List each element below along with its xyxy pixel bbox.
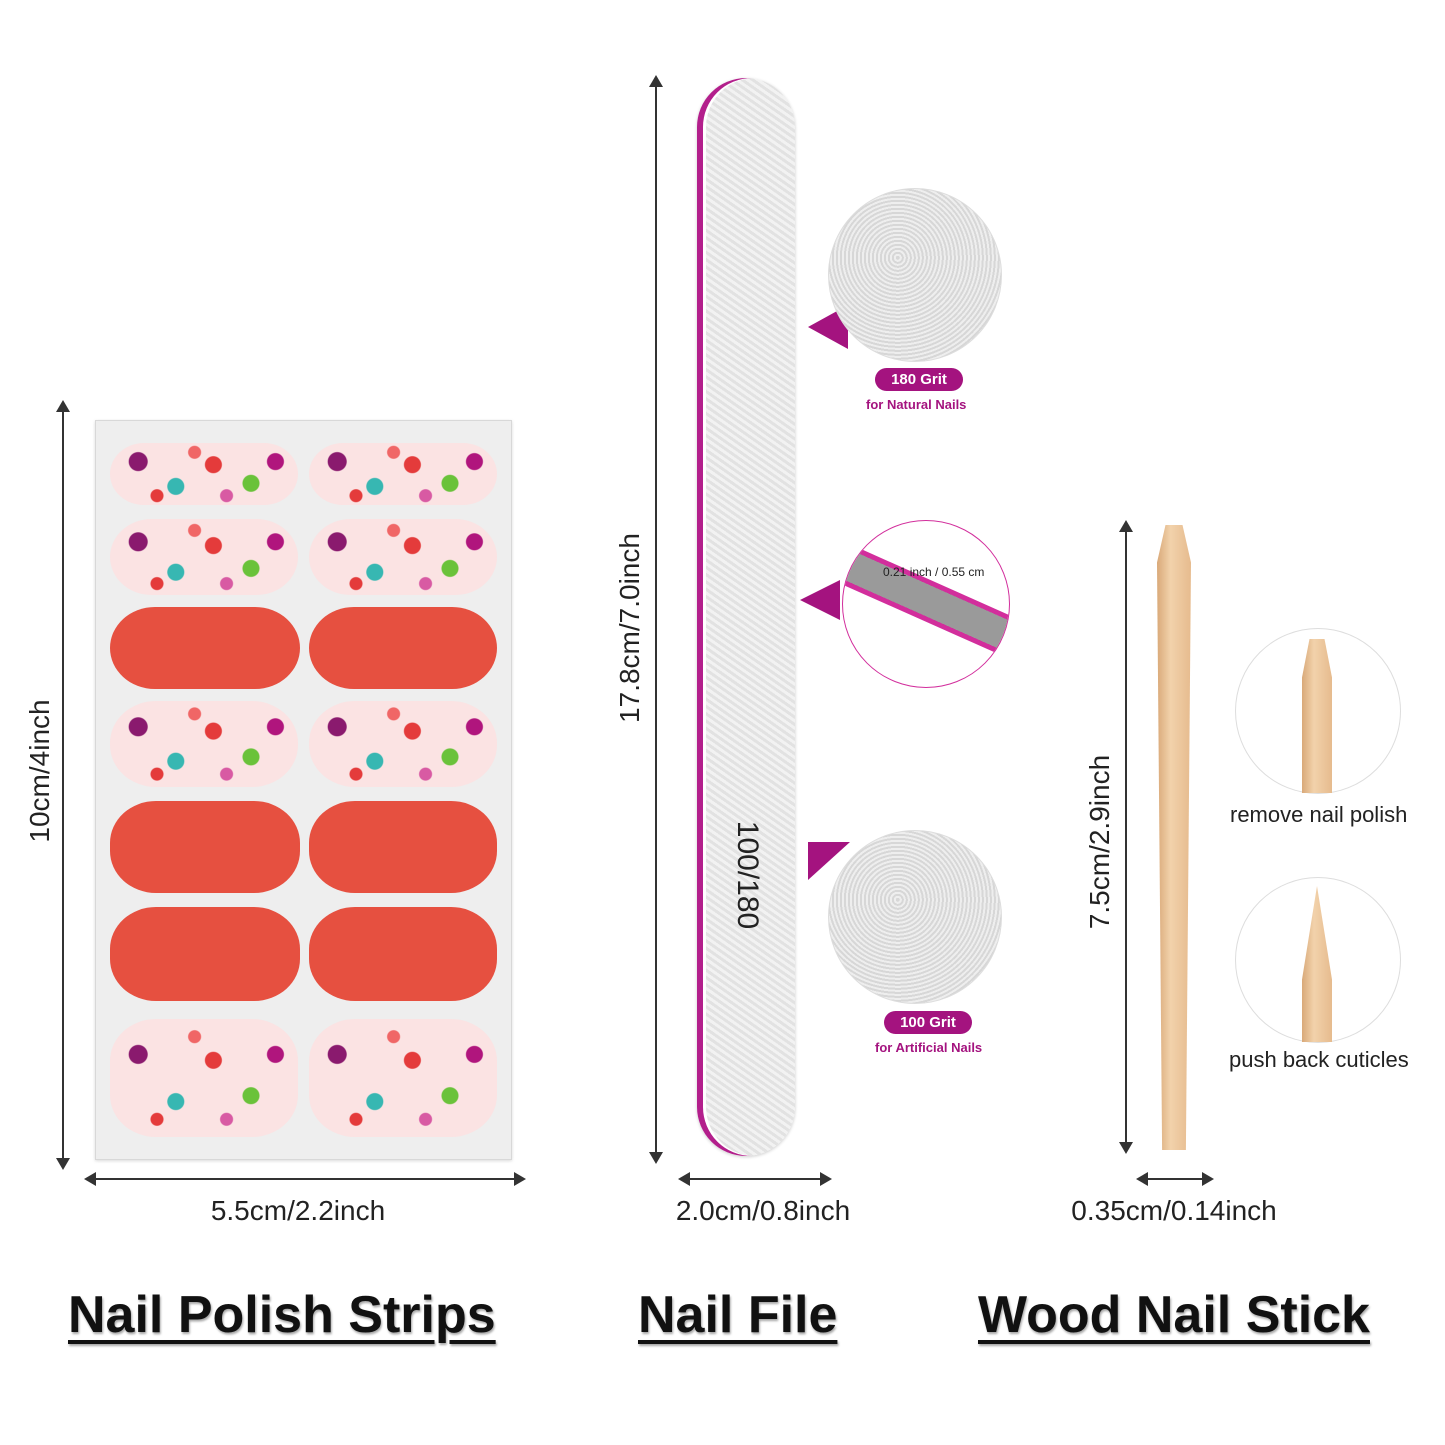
nail-strip-hearts [309,701,497,787]
arrow-head-down-icon [649,1152,663,1164]
stick-caption-top: remove nail polish [1230,802,1408,827]
nail-strip-hearts [110,443,298,505]
nail-strip-solid [110,801,300,893]
grit-180-zoom [828,188,1002,362]
grit-100-badge: 100 Grit [875,1011,981,1034]
nail-strip-solid [309,607,497,689]
nail-strip-sheet [95,420,512,1160]
thickness-zoom: 0.21 inch / 0.55 cm [842,520,1010,688]
nail-strip-hearts [309,1019,497,1137]
arrow-head-right-icon [1202,1172,1214,1186]
nail-file: 100/180 [697,78,795,1156]
nail-strip-solid [309,801,497,893]
nail-strip-solid [110,907,300,1001]
nail-strip-hearts [110,701,298,787]
stick-length-arrow [1125,525,1127,1150]
file-print-text: 100/180 [731,820,764,930]
flat-tip-shape [1302,639,1332,793]
arrow-head-right-icon [514,1172,526,1186]
pointed-tip-shape [1302,886,1332,1042]
arrow-head-down-icon [56,1158,70,1170]
callout-pointer-icon [800,580,840,620]
stick-point-zoom [1235,877,1401,1043]
file-width-label: 2.0cm/0.8inch [675,1195,851,1226]
arrow-head-right-icon [820,1172,832,1186]
file-length-arrow [655,80,657,1160]
strips-width-arrow [88,1178,520,1180]
grit-100-zoom [828,830,1002,1004]
grit-100-sub: for Artificial Nails [875,1040,983,1055]
grit-180-badge: 180 Grit [866,368,972,391]
arrow-head-left-icon [1136,1172,1148,1186]
arrow-head-left-icon [84,1172,96,1186]
file-edge-section [843,544,1009,662]
nail-strip-solid [309,907,497,1001]
thickness-label: 0.21 inch / 0.55 cm [883,565,985,579]
nail-strip-hearts [110,519,298,595]
nail-strip-hearts [309,519,497,595]
arrow-head-down-icon [1119,1142,1133,1154]
stick-width-arrow [1140,1178,1210,1180]
nail-strip-solid [110,607,300,689]
stick-caption-bottom: push back cuticles [1229,1047,1409,1072]
strips-height-arrow [62,405,64,1165]
strips-height-label: 10cm/4inch [24,699,55,843]
strips-title: Nail Polish Strips [68,1286,496,1344]
stick-length-label: 7.5cm/2.9inch [1084,754,1115,930]
nail-strip-hearts [309,443,497,505]
arrow-head-left-icon [678,1172,690,1186]
grit-100-label: 100 Grit [884,1011,972,1034]
file-title: Nail File [638,1286,838,1344]
wood-stick [1157,525,1191,1150]
strips-width-label: 5.5cm/2.2inch [210,1195,386,1226]
file-length-label: 17.8cm/7.0inch [614,533,645,723]
arrow-head-up-icon [56,400,70,412]
nail-strip-hearts [110,1019,298,1137]
stick-width-label: 0.35cm/0.14inch [1071,1195,1277,1226]
stick-tip-zoom [1235,628,1401,794]
grit-180-sub: for Natural Nails [866,397,967,412]
stick-title: Wood Nail Stick [978,1286,1370,1344]
arrow-head-up-icon [649,75,663,87]
arrow-head-up-icon [1119,520,1133,532]
file-width-arrow [682,1178,828,1180]
grit-180-label: 180 Grit [875,368,963,391]
